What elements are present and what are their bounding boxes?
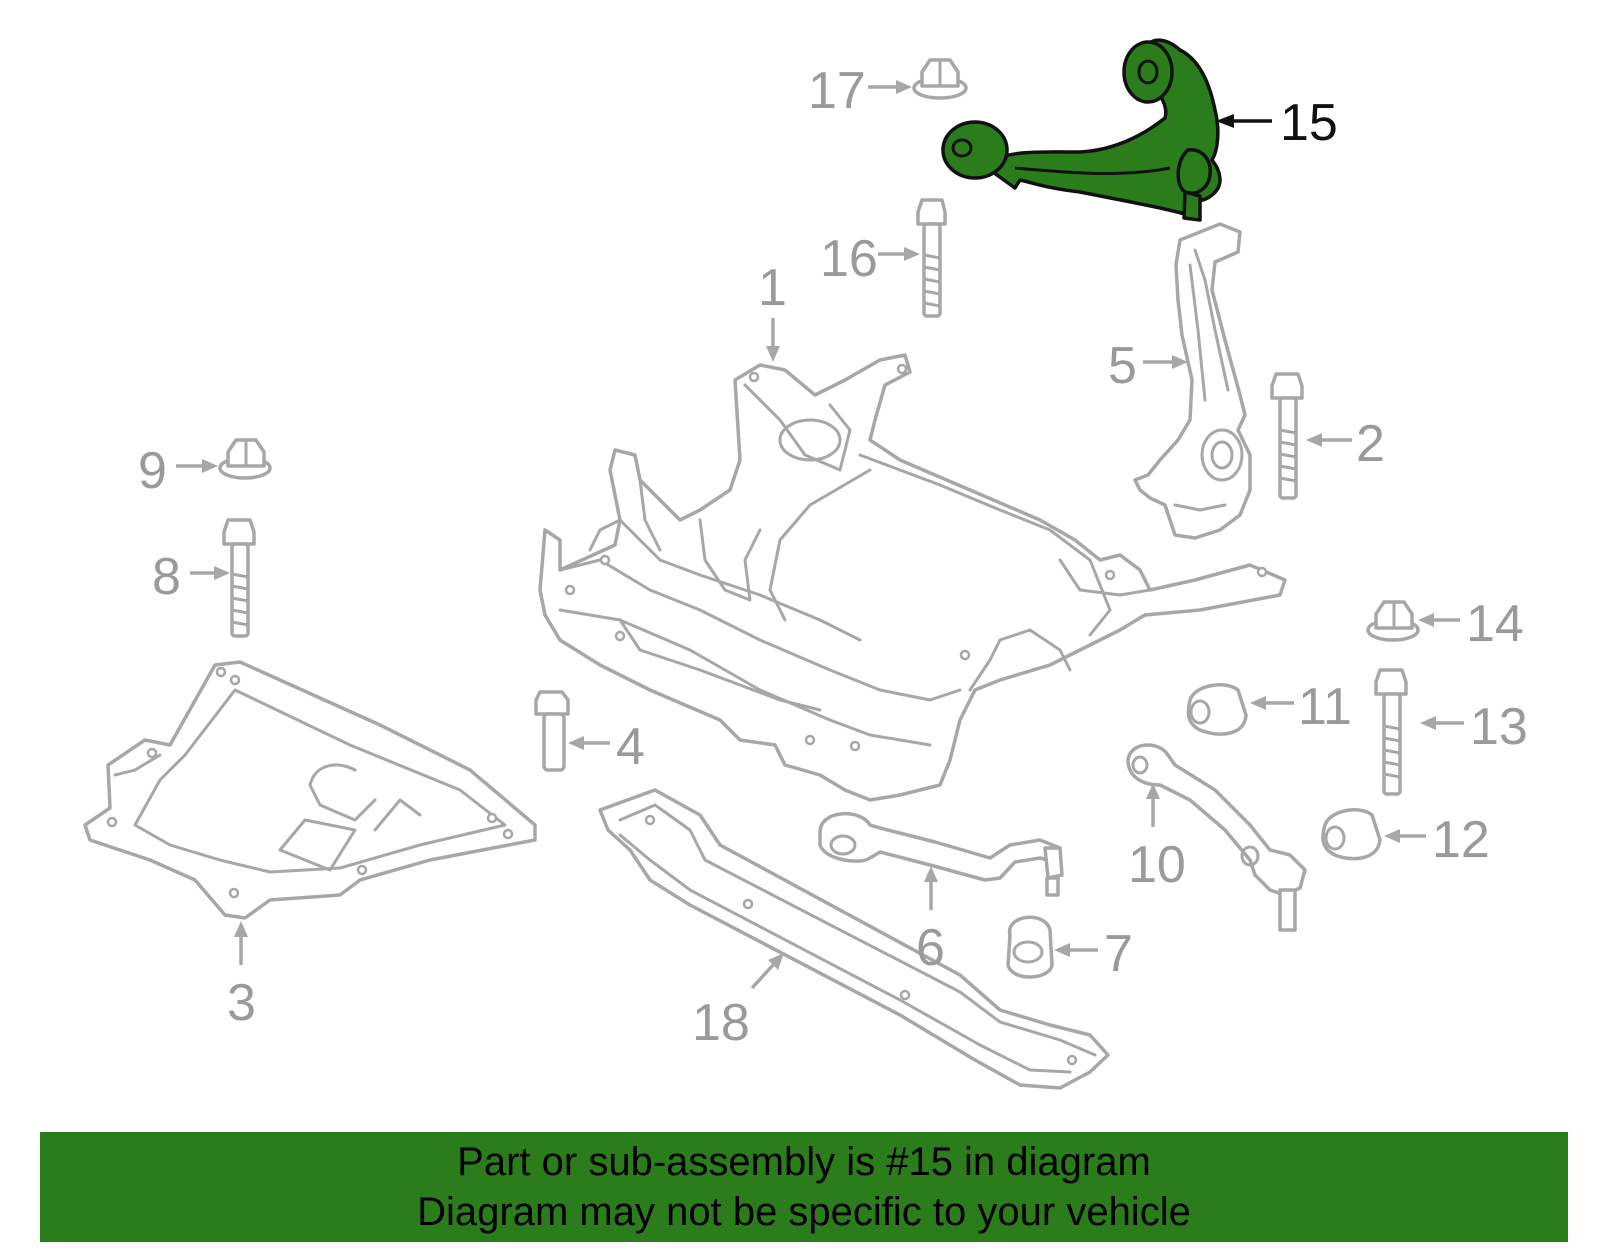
footer-banner: Part or sub-assembly is #15 in diagram D… [40, 1132, 1568, 1242]
callout-9[interactable]: 9 [138, 442, 167, 500]
part-11-bushing[interactable] [1186, 683, 1248, 736]
callout-7[interactable]: 7 [1104, 925, 1133, 983]
part-4-bolt[interactable] [534, 690, 570, 772]
part-13-bolt[interactable] [1374, 668, 1408, 796]
callout-15[interactable]: 15 [1280, 94, 1338, 152]
part-7-bushing[interactable] [1006, 915, 1054, 979]
footer-line-disclaimer: Diagram may not be specific to your vehi… [417, 1190, 1191, 1234]
callout-4[interactable]: 4 [616, 718, 645, 776]
part-12-bushing[interactable] [1321, 808, 1382, 861]
callout-12[interactable]: 12 [1432, 811, 1490, 869]
callout-5[interactable]: 5 [1108, 337, 1137, 395]
callout-3[interactable]: 3 [227, 974, 256, 1032]
part-1-subframe[interactable] [538, 353, 1287, 802]
callout-8[interactable]: 8 [152, 548, 181, 606]
part-9-nut[interactable] [218, 438, 272, 480]
callout-10[interactable]: 10 [1128, 836, 1186, 894]
part-3-splash-shield[interactable] [83, 660, 537, 920]
part-15-upper-control-arm[interactable] [941, 38, 1222, 222]
callout-18[interactable]: 18 [692, 994, 750, 1052]
part-8-bolt[interactable] [222, 518, 256, 638]
callout-13[interactable]: 13 [1470, 698, 1528, 756]
part-6-lower-link[interactable] [818, 812, 1064, 897]
callout-2[interactable]: 2 [1356, 415, 1385, 473]
part-17-nut[interactable] [912, 58, 968, 100]
part-10-lower-control-arm[interactable] [1126, 743, 1307, 932]
parts-diagram: 15 17 16 [83, 38, 1528, 1090]
callout-1[interactable]: 1 [758, 259, 787, 317]
callout-11[interactable]: 11 [1298, 678, 1352, 736]
part-2-bolt[interactable] [1270, 372, 1304, 500]
callout-16[interactable]: 16 [820, 230, 878, 288]
callout-6[interactable]: 6 [916, 919, 945, 977]
part-16-bolt[interactable] [916, 198, 947, 318]
footer-line-part-number: Part or sub-assembly is #15 in diagram [457, 1140, 1151, 1184]
part-5-steering-knuckle[interactable] [1133, 222, 1252, 540]
callout-14[interactable]: 14 [1466, 595, 1524, 653]
part-18-brace[interactable] [598, 788, 1110, 1090]
part-14-nut[interactable] [1366, 600, 1420, 642]
callout-17[interactable]: 17 [808, 62, 866, 120]
